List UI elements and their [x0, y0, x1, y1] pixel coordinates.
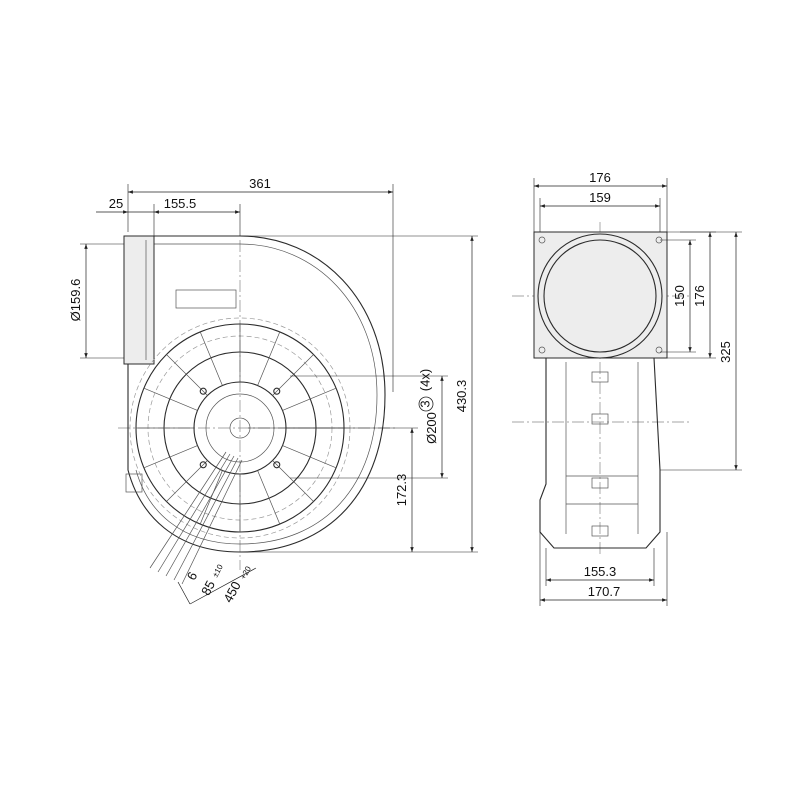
dim-cable-strip-label: 6	[184, 569, 201, 582]
dim-side-170-7-label: 170.7	[588, 584, 621, 599]
mount-hole	[273, 387, 281, 395]
dim-159-6-label: Ø159.6	[68, 279, 83, 322]
dim-cable-length-tol: +20	[239, 564, 254, 581]
dim-361-label: 361	[249, 176, 271, 191]
grille-spoke	[282, 445, 337, 469]
side-housing-body	[539, 357, 661, 549]
dim-side-depth-inner: 155.3	[545, 548, 655, 586]
dim-side-depth-outer: 170.7	[539, 532, 668, 606]
dim-side-width-outer: 176	[533, 170, 668, 232]
dim-172-3-label: 172.3	[394, 474, 409, 507]
mount-hole	[199, 461, 207, 469]
side-grille-clip-3	[591, 477, 609, 489]
scroll-housing-inner-outline	[135, 243, 378, 545]
dim-inlet-diameter: Ø159.6	[68, 243, 124, 359]
dim-overall-width: 361	[127, 176, 394, 392]
side-grille-clip-1	[591, 371, 609, 383]
inlet-flange	[123, 235, 155, 365]
side-view: 176 159 150 176 325	[512, 170, 742, 606]
side-flange-outer	[533, 231, 668, 359]
dim-side-height-inner: 150	[660, 239, 696, 353]
mount-hole-count-label: (4x)	[417, 369, 432, 391]
side-corner-hole-tl	[538, 236, 546, 244]
dim-side-176-top-label: 176	[589, 170, 611, 185]
mount-hole-callout: 3 (4x)	[417, 369, 434, 412]
dim-430-3-label: 430.3	[454, 380, 469, 413]
mount-hole	[273, 461, 281, 469]
dim-25-label: 25	[109, 196, 123, 211]
connection-box	[125, 473, 143, 493]
dim-side-155-3-label: 155.3	[584, 564, 617, 579]
grille-spoke	[199, 331, 223, 386]
grille-spoke	[272, 354, 314, 396]
side-corner-hole-bl	[538, 346, 546, 354]
dim-center-height: 172.3	[248, 427, 418, 552]
type-label-plate	[175, 289, 237, 309]
dim-side-325-label: 325	[718, 341, 733, 363]
grille-spoke	[257, 331, 281, 386]
side-motor-body	[565, 362, 639, 534]
dim-side-height-total: 325	[660, 231, 742, 471]
dim-mount-diameter: Ø200	[290, 375, 448, 479]
grille-spoke	[143, 387, 198, 411]
dim-cable-sleeve-label: 85	[198, 578, 218, 598]
grille-spoke	[282, 387, 337, 411]
dim-overall-height: 430.3	[240, 235, 478, 553]
grille-spoke	[272, 460, 314, 502]
front-view: 361 25 155.5 Ø159.6 430.3	[68, 176, 478, 605]
dim-155-5-label: 155.5	[164, 196, 197, 211]
dim-cable-length-label: 450	[220, 579, 243, 605]
side-inlet-ring-outer	[537, 233, 663, 359]
dim-inlet-offsets: 25 155.5	[96, 196, 241, 236]
dim-200-label: Ø200	[424, 412, 439, 444]
mount-hole-size-label: 3	[417, 400, 432, 407]
grille-spoke	[199, 470, 223, 525]
side-grille-clip-2	[591, 413, 609, 425]
grille-spoke	[166, 460, 208, 502]
grille-spoke	[166, 354, 208, 396]
dim-cable-sleeve-tol: ±10	[211, 562, 225, 578]
mount-holes	[199, 387, 281, 469]
side-corner-hole-br	[655, 346, 663, 354]
dim-side-150-label: 150	[672, 285, 687, 307]
cable-bundle	[149, 451, 243, 585]
scroll-housing-outline	[127, 235, 386, 553]
dim-side-159-label: 159	[589, 190, 611, 205]
side-inlet-ring-inner	[543, 239, 657, 353]
grille-spoke	[143, 445, 198, 469]
dim-side-width-inner: 159	[539, 190, 661, 232]
dim-side-176-right-label: 176	[692, 285, 707, 307]
mount-hole	[199, 387, 207, 395]
grille-spoke	[257, 470, 281, 525]
side-grille-clip-4	[591, 525, 609, 537]
